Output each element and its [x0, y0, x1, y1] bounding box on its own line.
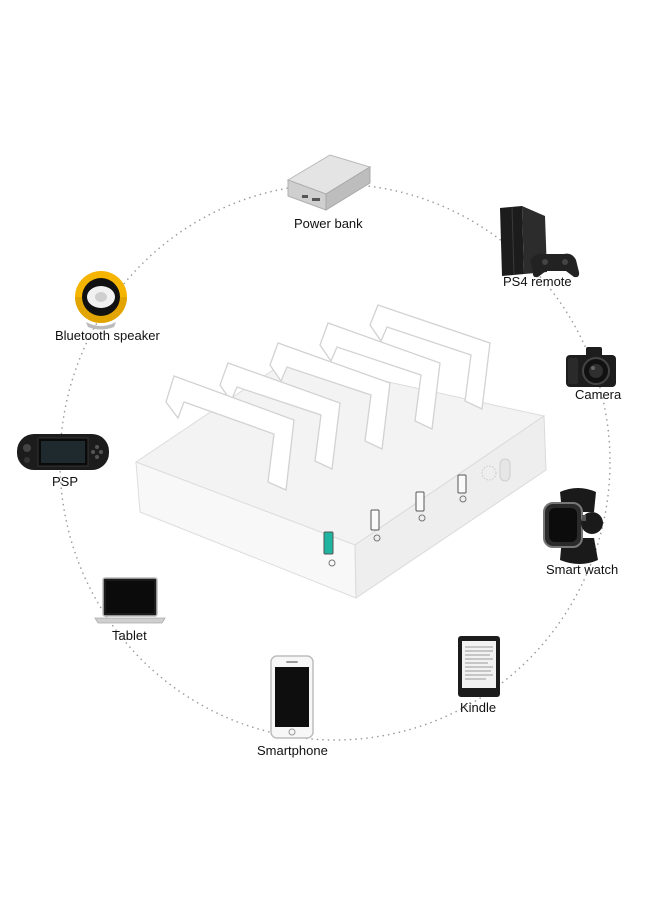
- kindle-icon: [458, 636, 500, 697]
- psp-icon: [17, 434, 109, 470]
- power-bank-icon: [286, 154, 372, 211]
- psp-label: PSP: [52, 474, 79, 489]
- camera-icon: [566, 347, 616, 387]
- smart-watch-icon: [543, 488, 603, 564]
- power-bank-label: Power bank: [294, 216, 363, 231]
- bluetooth-speaker-icon: [75, 271, 127, 330]
- bluetooth-speaker-label: Bluetooth speaker: [55, 328, 160, 343]
- smartphone-label: Smartphone: [257, 743, 328, 758]
- ps4-remote-icon: [500, 206, 580, 278]
- smartphone-icon: [270, 655, 314, 739]
- tablet-label: Tablet: [112, 628, 147, 643]
- smart-watch-label: Smart watch: [546, 562, 619, 577]
- kindle-label: Kindle: [460, 700, 497, 715]
- usb-ports: [323, 474, 467, 567]
- camera-label: Camera: [575, 387, 622, 402]
- dotted-connection-circle: [59, 183, 611, 741]
- charging-dock: [134, 304, 547, 599]
- tablet-icon: [94, 577, 166, 624]
- ps4-remote-label: PS4 remote: [503, 274, 572, 289]
